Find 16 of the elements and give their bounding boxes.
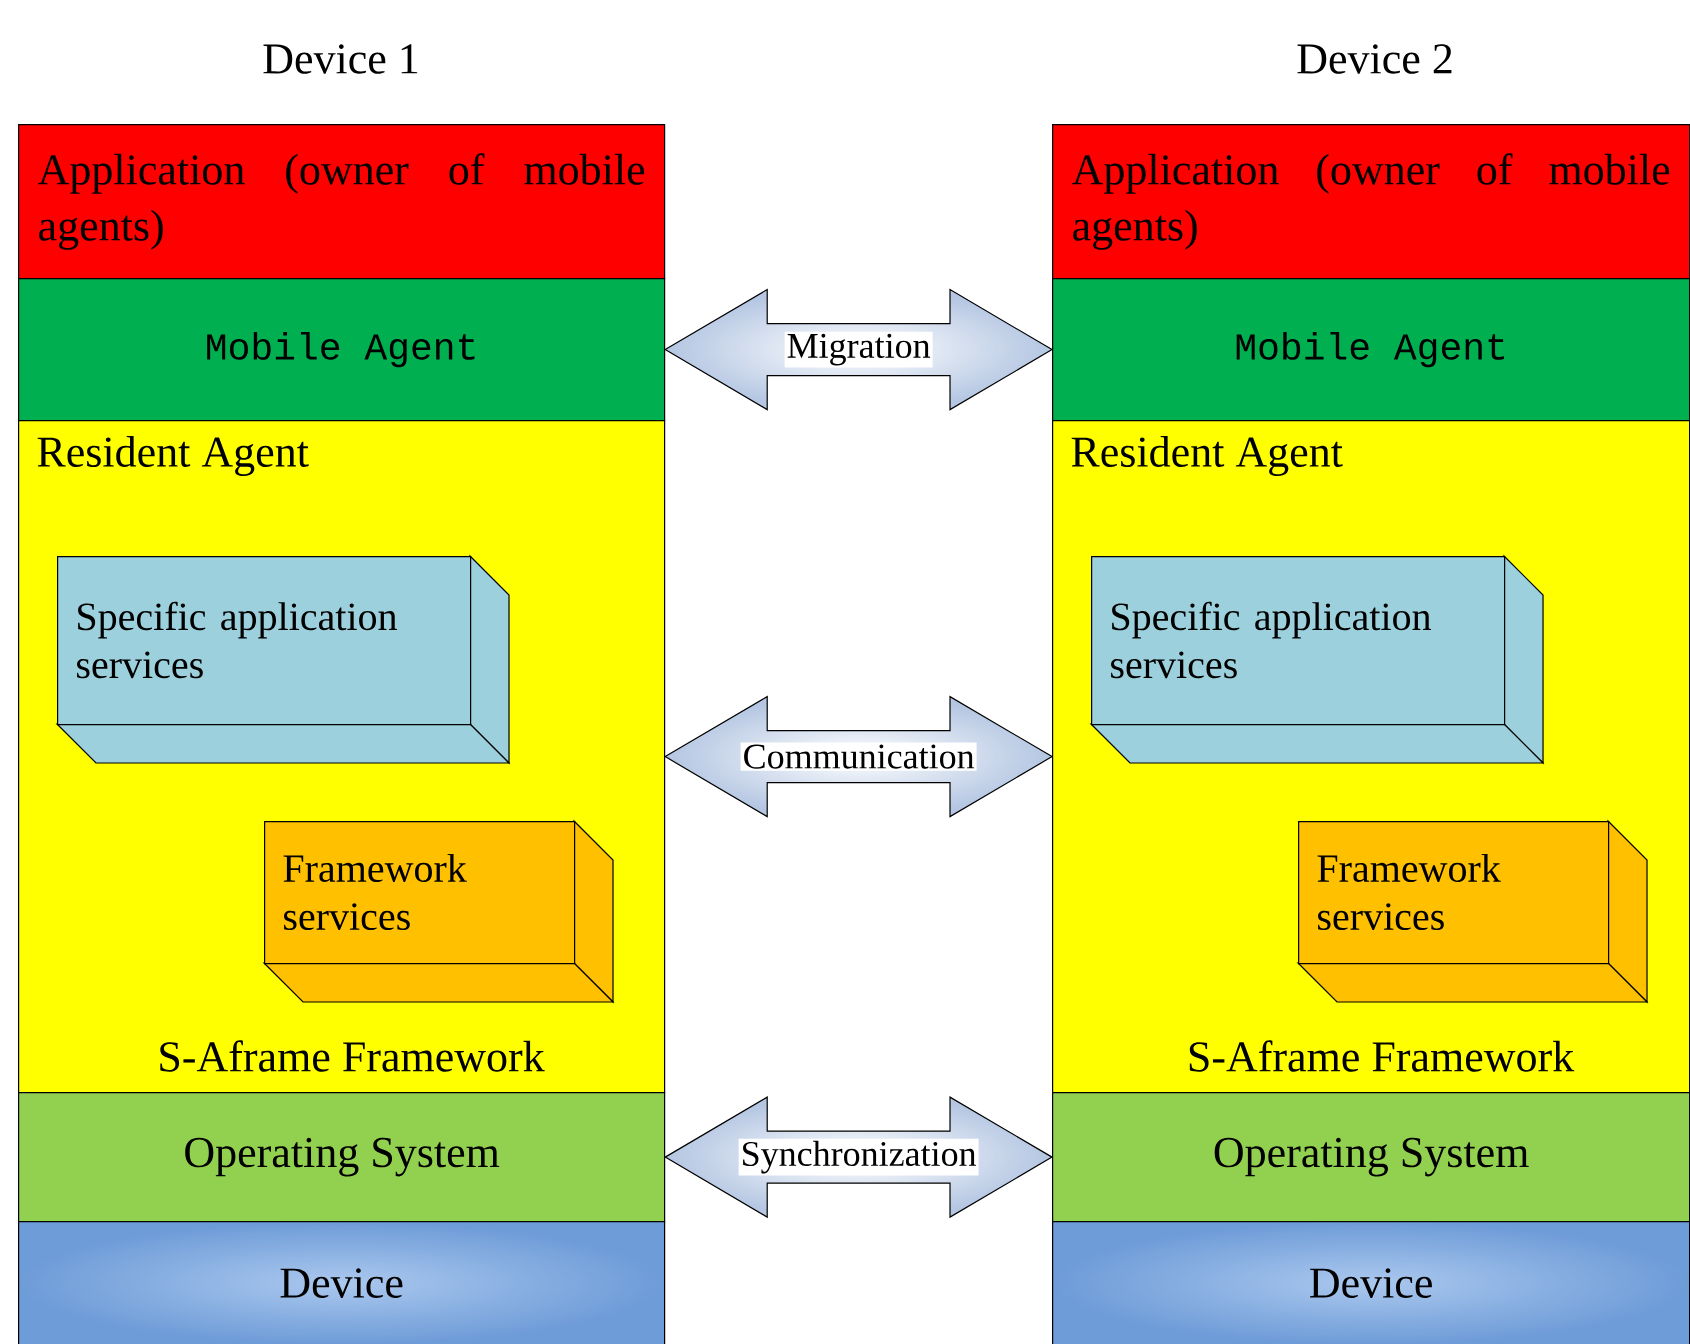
double-arrow xyxy=(664,1096,1054,1219)
layer-band: Mobile Agent xyxy=(1052,278,1690,422)
layer-band: Application (owner of mobile agents) xyxy=(1052,124,1690,280)
layer-band: Operating System xyxy=(18,1092,666,1223)
layer-band: Mobile Agent xyxy=(18,278,666,422)
edge-label: Communication xyxy=(740,742,977,771)
layer-band: Device xyxy=(1052,1221,1690,1344)
layer-band: Application (owner of mobile agents) xyxy=(18,124,666,280)
column-heading: Device 2 xyxy=(1297,44,1452,74)
double-arrow xyxy=(664,288,1054,411)
double-arrow xyxy=(664,695,1054,818)
column-heading: Device 1 xyxy=(263,44,418,74)
edge-label: Migration xyxy=(784,331,933,368)
edge-label: Synchronization xyxy=(738,1138,979,1176)
layer-band: Operating System xyxy=(1052,1092,1690,1223)
layer-band: Device xyxy=(18,1221,666,1344)
